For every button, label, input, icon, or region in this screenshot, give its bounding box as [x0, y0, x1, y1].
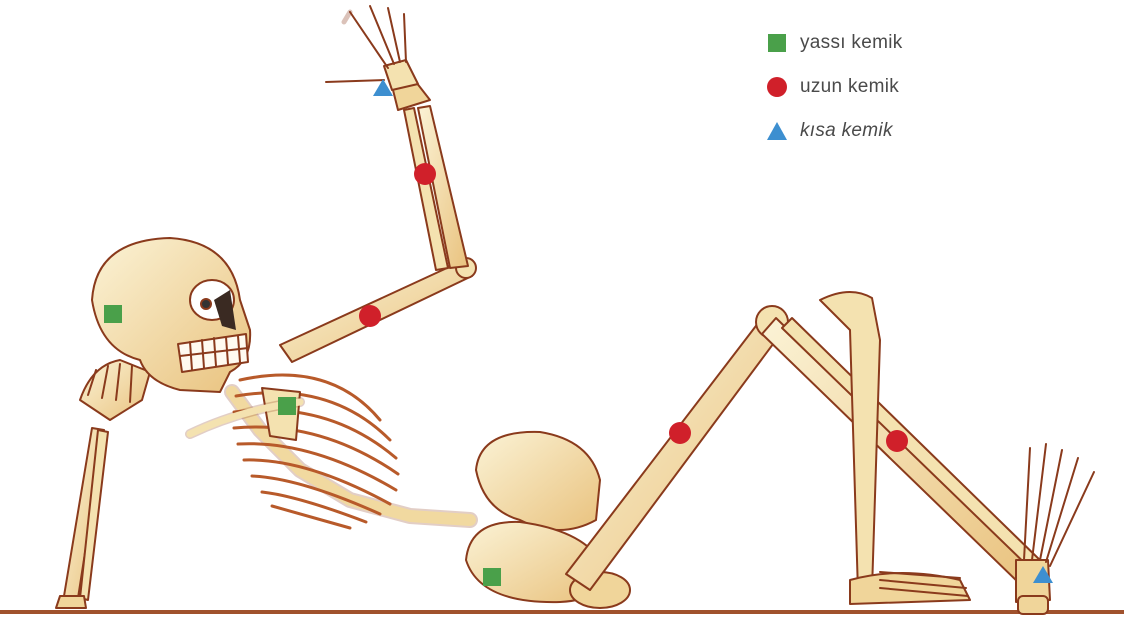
legs — [566, 292, 1094, 614]
long-bone-forearm-marker — [414, 163, 436, 185]
red-circle-icon — [766, 76, 790, 100]
blue-triangle-icon — [766, 120, 790, 144]
green-square-icon — [766, 32, 790, 56]
legend-label-flat-bone: yassı kemik — [800, 32, 903, 54]
legend-label-long-bone: uzun kemik — [800, 76, 899, 98]
long-bone-humerus-marker — [359, 305, 381, 327]
long-bone-femur-marker — [669, 422, 691, 444]
flat-bone-skull-marker — [104, 305, 122, 323]
flat-bone-sternum-marker — [278, 397, 296, 415]
long-bone-tibia-marker — [886, 430, 908, 452]
left-arm — [56, 360, 150, 608]
skeleton-bones — [56, 6, 1094, 614]
flat-bone-pelvis-marker — [483, 568, 501, 586]
legend-label-short-bone: kısa kemik — [800, 120, 893, 142]
